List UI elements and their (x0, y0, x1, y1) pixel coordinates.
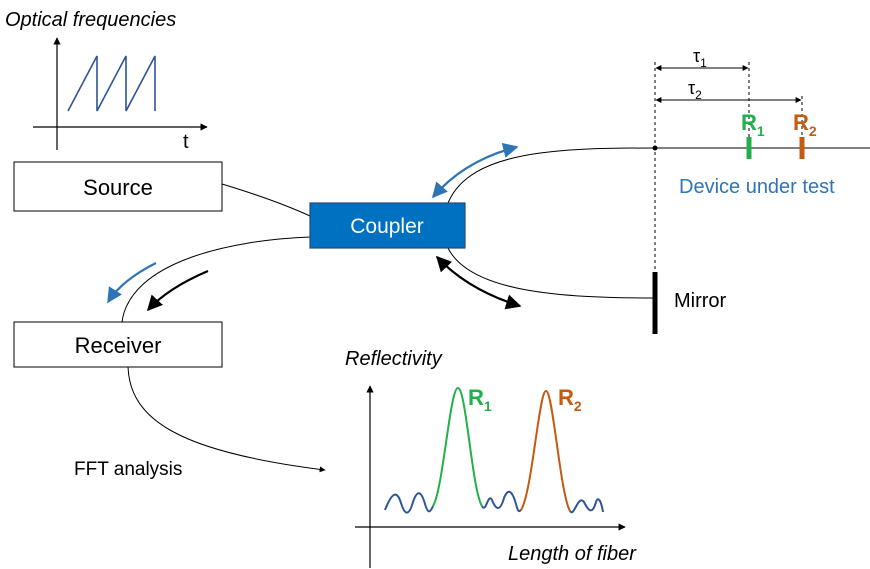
fft-analysis-label: FFT analysis (74, 459, 182, 480)
peak1-label: R1 (468, 385, 492, 414)
r1-peak-curve (432, 386, 483, 507)
source-label: Source (83, 175, 153, 200)
receiver-label: Receiver (75, 333, 162, 358)
fiber-receiver-fft (127, 366, 326, 473)
peak2-label: R2 (558, 385, 582, 414)
tau2-label: τ2 (688, 78, 702, 102)
sawtooth-sweep (67, 55, 156, 112)
r2-peak-curve (520, 389, 571, 512)
mirror-bidirectional-arrow (435, 255, 522, 310)
frequency-plot-title: Optical frequencies (5, 9, 176, 31)
reference-point (652, 145, 658, 151)
r2-label: R2 (793, 110, 817, 139)
reflectivity-ylabel: Reflectivity (345, 348, 443, 370)
fiber-coupler-receiver (121, 236, 311, 323)
r1-label: R1 (741, 110, 765, 139)
coupler-block: Coupler (309, 202, 466, 249)
noise-floor-middle (481, 490, 522, 513)
fiber-source-coupler (221, 183, 311, 217)
receiver-blue-arrow (107, 262, 157, 304)
delay-markers (652, 62, 803, 272)
frequency-sweep-plot: Optical frequencies t (5, 9, 208, 153)
tau1-label: τ1 (693, 46, 707, 70)
mirror-label: Mirror (674, 290, 727, 312)
source-block: Source (13, 161, 223, 212)
reflectivity-xlabel: Length of fiber (508, 543, 637, 565)
reflectivity-plot: Reflectivity R1 R2 Length of fiber (345, 348, 637, 568)
receiver-black-arrow (146, 269, 209, 312)
noise-floor-right (569, 498, 604, 514)
fiber-coupler-mirror (447, 247, 656, 299)
noise-floor-left (384, 492, 434, 514)
dut-bidirectional-arrow (431, 142, 519, 199)
device-under-test-label: Device under test (679, 176, 835, 198)
time-axis-label: t (183, 131, 189, 153)
receiver-block: Receiver (13, 321, 223, 368)
coupler-label: Coupler (350, 215, 424, 238)
